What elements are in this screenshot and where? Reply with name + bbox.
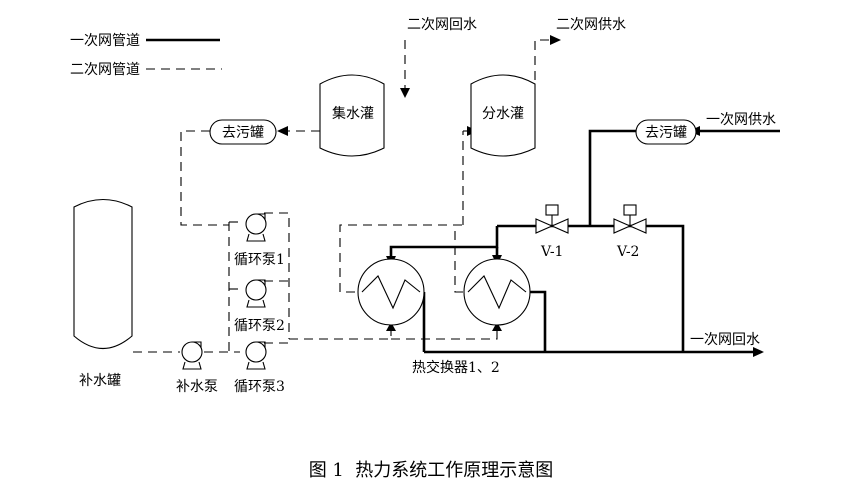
pipe-desilter-to-header [588, 129, 636, 226]
collector-tank-body [319, 74, 385, 157]
desilter-right [635, 119, 697, 145]
secondary-pipes [133, 39, 552, 353]
figure-caption: 图 1 热力系统工作原理示意图 [309, 460, 554, 481]
secondary-supply-label: 二次网供水 [556, 17, 626, 33]
pump-1-label: 循环泵1 [234, 252, 285, 268]
heat-exchanger-2-icon [463, 258, 531, 326]
desilter-right-label: 去污罐 [645, 125, 687, 141]
arrow-hx2-inlet-up [492, 322, 502, 331]
primary-return-label: 一次网回水 [690, 332, 760, 348]
heat-exchangers-label: 热交换器1、2 [412, 359, 500, 376]
valve-2-label: V-2 [616, 244, 639, 260]
pipe-secondary-supply-out [534, 39, 552, 80]
secondary-return-label: 二次网回水 [407, 17, 477, 33]
desilter-left [209, 119, 277, 145]
arrow-to-desilter-left [277, 126, 288, 136]
pipe-hx1-outlet [339, 224, 463, 293]
legend-secondary-label: 二次网管道 [70, 62, 140, 78]
makeup-tank-body [73, 198, 133, 349]
pump-1-icon [245, 213, 267, 242]
valve-1-label: V-1 [540, 244, 563, 260]
pipe-to-hx1-inlet [289, 323, 392, 340]
pipe-desilter-to-pumps [180, 130, 229, 226]
distributor-tank-body [470, 74, 536, 157]
arrow-secondary-return-down [400, 88, 410, 98]
legend-primary-label: 一次网管道 [70, 33, 140, 49]
pipe-hx2-outlet [454, 225, 463, 293]
arrow-hx1-inlet-up [386, 322, 396, 331]
arrow-primary-return-out [753, 347, 764, 357]
distributor-tank [470, 74, 536, 157]
valve-1-icon [535, 204, 569, 234]
pipe-to-hx1-top [389, 226, 499, 258]
pump-3-label: 循环泵3 [234, 379, 285, 395]
pump-3-icon [245, 341, 267, 370]
collector-tank-label: 集水灌 [332, 105, 374, 122]
makeup-pump-label: 补水泵 [176, 379, 218, 395]
pump-2-label: 循环泵2 [234, 318, 285, 334]
desilter-left-label: 去污罐 [222, 125, 264, 141]
valve-2-icon [613, 204, 647, 234]
makeup-tank [73, 198, 133, 349]
pump-2-icon [245, 279, 267, 308]
primary-pipes [389, 129, 780, 354]
pipe-pump-outlet-header [264, 212, 290, 339]
legend: 一次网管道 二次网管道 [70, 33, 222, 78]
pipe-hx2-return [530, 290, 547, 352]
primary-supply-label: 一次网供水 [706, 112, 776, 128]
makeup-tank-label: 补水罐 [79, 373, 121, 389]
collector-tank [319, 74, 385, 157]
distributor-tank-label: 分水灌 [482, 106, 524, 122]
heat-exchanger-1-icon [357, 258, 425, 326]
makeup-pump-icon [181, 341, 203, 370]
pipe-to-hx2-inlet [391, 326, 498, 340]
arrow-secondary-supply-out [550, 35, 561, 45]
